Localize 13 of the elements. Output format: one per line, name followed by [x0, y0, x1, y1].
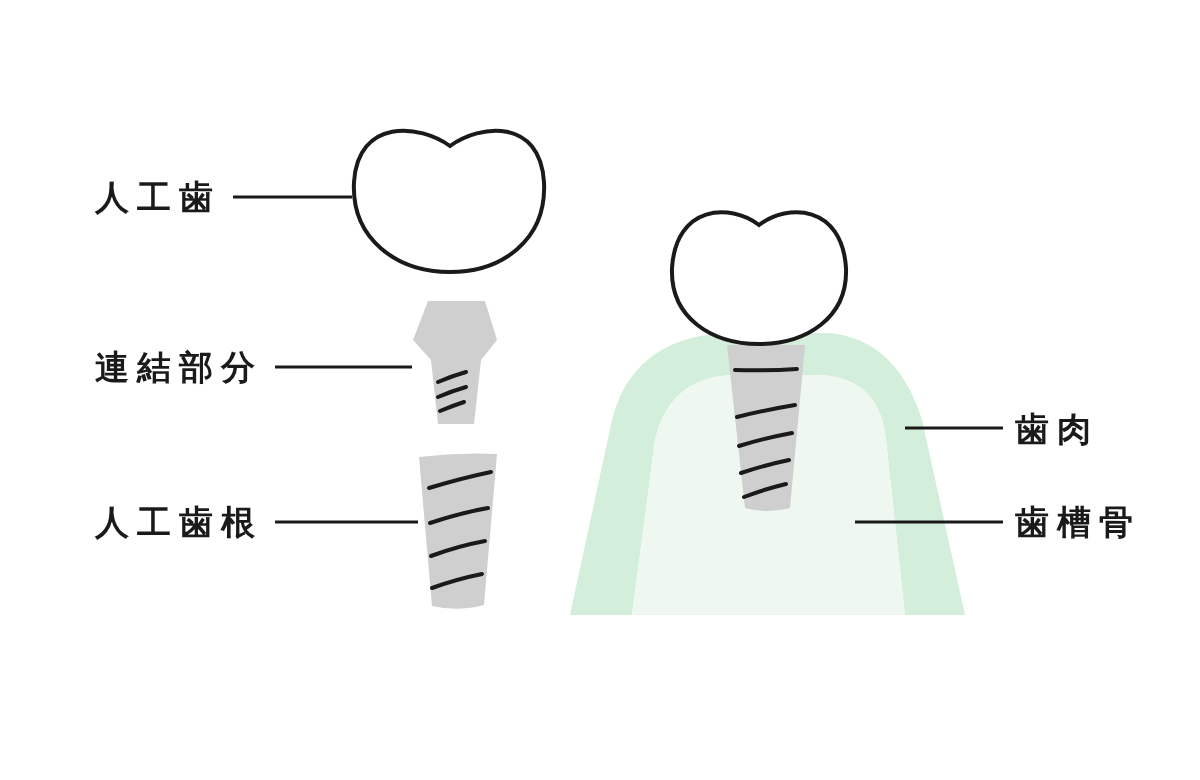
leader-line — [275, 365, 412, 369]
gum-drawing — [570, 333, 966, 616]
part-label: 人工歯根 — [95, 505, 263, 539]
implant-screw-drawing — [418, 453, 498, 611]
part-label: 連結部分 — [95, 350, 263, 384]
leader-line — [905, 426, 1003, 430]
leader-line — [275, 520, 418, 524]
leader-line — [233, 195, 352, 199]
abutment-drawing — [412, 300, 498, 426]
part-label: 人工歯 — [95, 180, 221, 214]
leader-line — [855, 520, 1003, 524]
part-label: 歯肉 — [1015, 412, 1099, 446]
part-label: 歯槽骨 — [1015, 505, 1141, 539]
